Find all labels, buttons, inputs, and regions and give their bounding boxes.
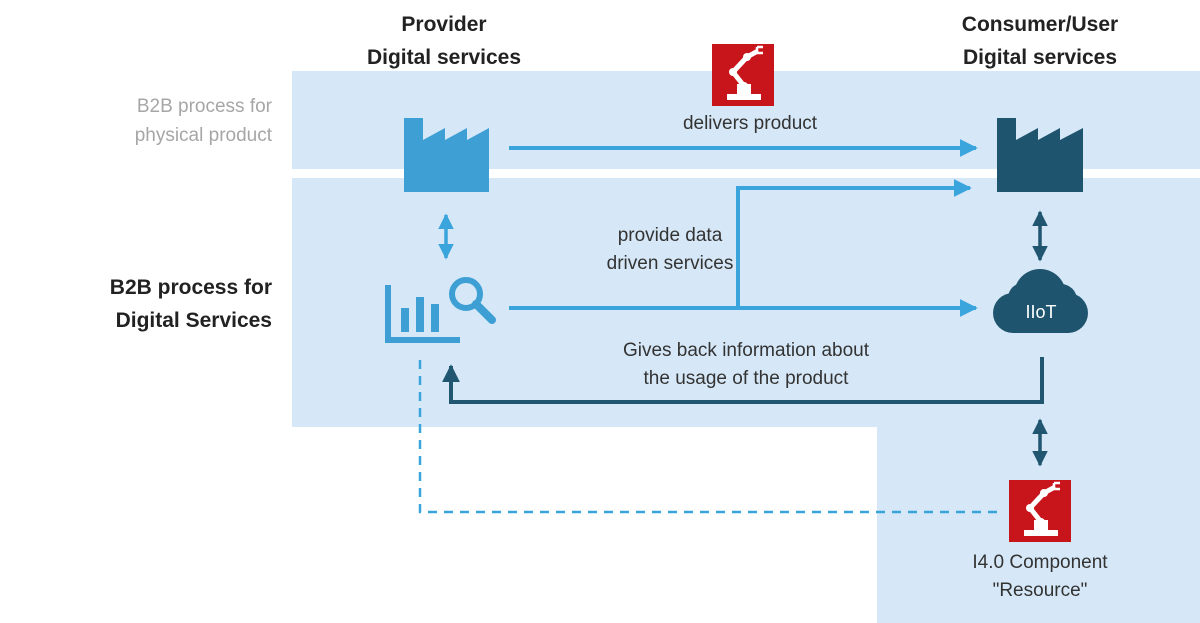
header-provider-line2: Digital services (366, 46, 522, 69)
label-component-line1: I4.0 Component (972, 552, 1108, 573)
provider-factory-icon (404, 118, 489, 192)
label-provide-line2: driven services (606, 253, 734, 274)
label-component: I4.0 Component "Resource" (930, 549, 1150, 605)
iiot-cloud-icon (993, 269, 1088, 333)
header-provider-line1: Provider (401, 13, 487, 36)
robot-arm-tile-top (712, 44, 774, 106)
label-provide-data: provide data driven services (560, 222, 780, 278)
analytics-search-icon (385, 277, 496, 343)
arrow-gives-back-information (442, 357, 1044, 404)
label-delivers-product: delivers product (682, 113, 818, 134)
row-label-physical-line1: B2B process for (136, 96, 272, 117)
label-provide-line1: provide data (617, 225, 723, 246)
row-label-physical: B2B process for physical product (40, 92, 272, 150)
header-consumer-line1: Consumer/User (961, 13, 1119, 36)
header-consumer-line2: Digital services (962, 46, 1118, 69)
label-gives-line1: Gives back information about (622, 340, 870, 361)
row-label-digital-line2: Digital Services (115, 309, 272, 332)
consumer-factory-icon (997, 118, 1083, 192)
header-provider: Provider Digital services (344, 8, 544, 74)
label-gives-line2: the usage of the product (643, 368, 849, 389)
arrow-provide-services-consumer (736, 179, 972, 308)
label-component-line2: "Resource" (992, 580, 1088, 601)
row-label-digital-line1: B2B process for (109, 276, 272, 299)
row-label-digital: B2B process for Digital Services (40, 271, 272, 337)
dashed-link-component-analytics (418, 360, 997, 514)
label-iiot: IIoT (1025, 302, 1057, 322)
header-consumer: Consumer/User Digital services (920, 8, 1160, 74)
row-label-physical-line2: physical product (134, 125, 272, 146)
robot-arm-tile-bottom (1009, 480, 1071, 542)
label-gives-back: Gives back information about the usage o… (580, 337, 912, 393)
